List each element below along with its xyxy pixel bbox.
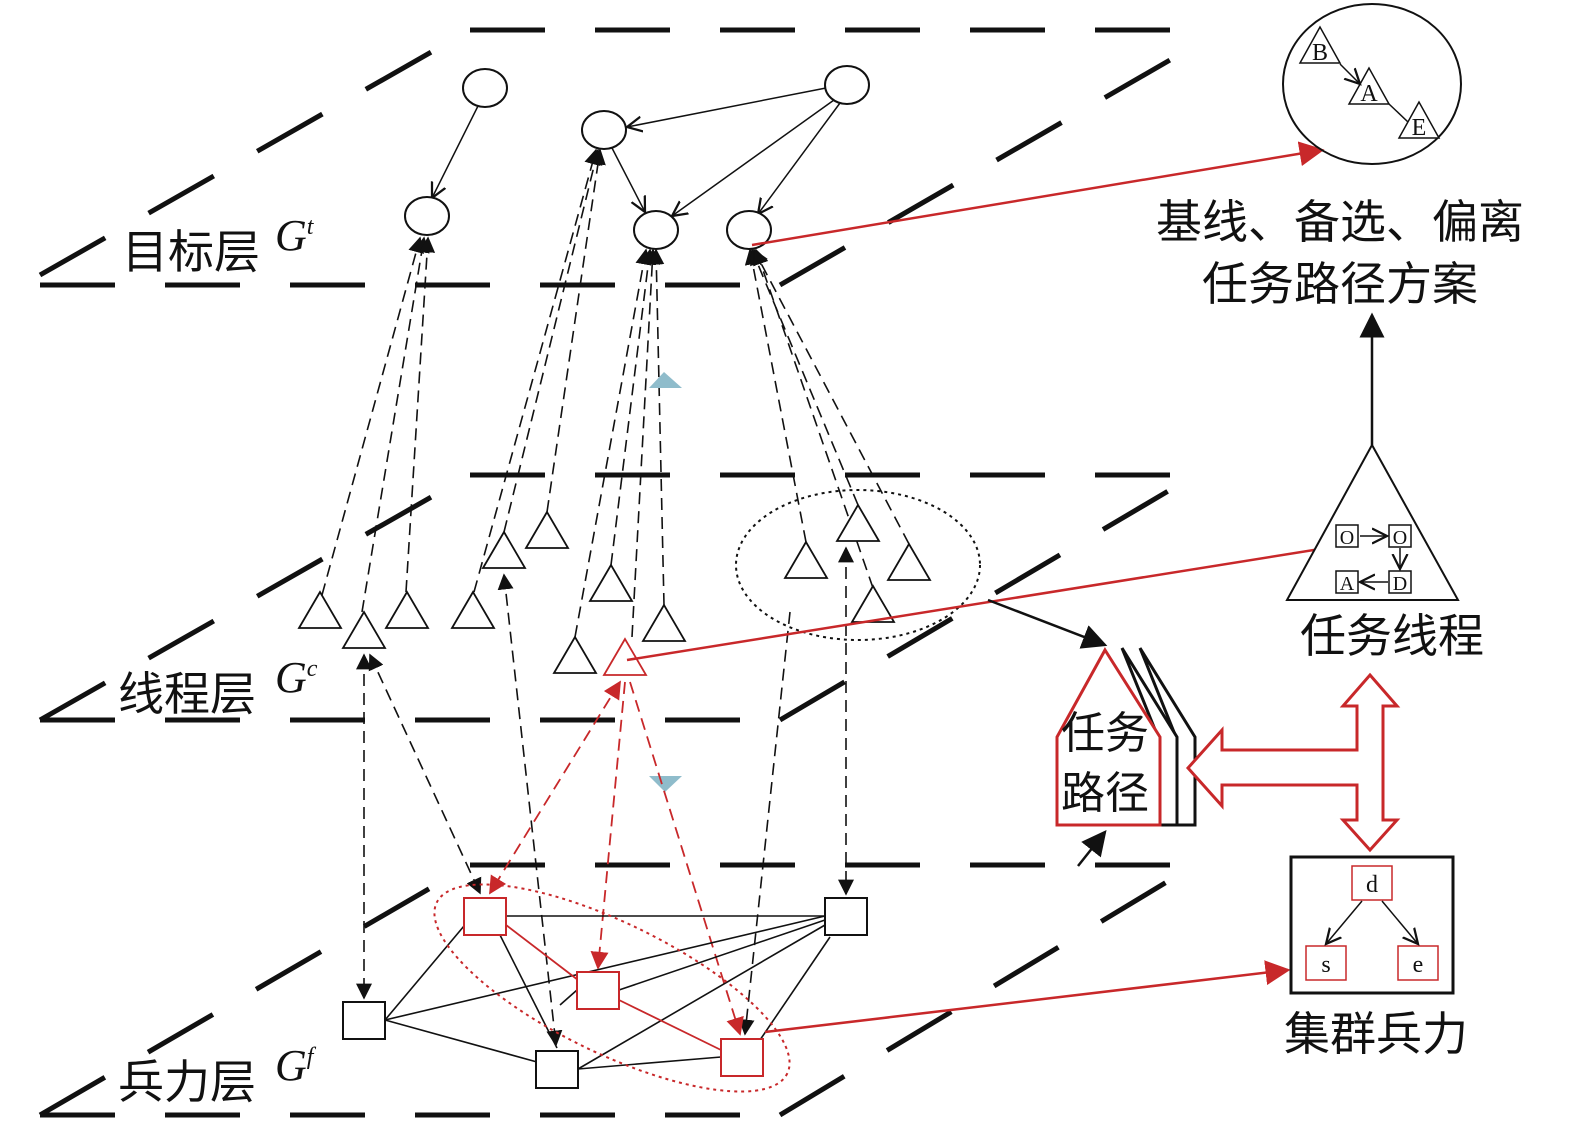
thread-group-ellipse	[735, 489, 981, 641]
cluster-node-label: d	[1366, 872, 1378, 898]
cluster-node-label: e	[1413, 952, 1424, 978]
task-path-stack	[1055, 647, 1197, 827]
task-thread-title: 任务线程	[1300, 609, 1484, 663]
thread-target-links	[321, 148, 910, 638]
thread-box-node-label: O	[1340, 527, 1354, 549]
target-node	[824, 65, 870, 105]
force-red-edges	[505, 924, 722, 1051]
connector-double-arrow	[1185, 672, 1401, 853]
force-node	[535, 1050, 579, 1089]
layer-planes	[38, 27, 1172, 1118]
force-layer-label: 兵力层	[118, 1055, 256, 1109]
thread-node	[835, 503, 881, 542]
cluster-node-label: s	[1321, 952, 1330, 978]
target-layer-label: 目标层	[122, 225, 260, 279]
force-group-ellipse	[433, 883, 791, 1093]
force-node	[720, 1038, 764, 1077]
thread-node	[886, 542, 932, 581]
cluster-box: d s e	[1289, 855, 1455, 995]
thread-node	[384, 590, 430, 629]
mapping-arrows	[626, 141, 1348, 1034]
task-path-line1: 任务	[1061, 708, 1149, 759]
selected-thread-force-links	[489, 680, 744, 1036]
force-node	[824, 897, 868, 936]
plan-circle: B A E	[1282, 3, 1462, 165]
force-node	[576, 971, 620, 1010]
thread-layer-label: 线程层	[118, 667, 256, 721]
target-layer-symbol: Gt	[275, 211, 315, 260]
target-node	[462, 68, 508, 108]
thread-node	[641, 603, 687, 642]
task-path-line2: 路径	[1061, 768, 1149, 819]
thread-layer-symbol: Gc	[275, 653, 318, 702]
thread-node	[524, 510, 570, 549]
plan-title-line1: 基线、备选、偏离	[1156, 195, 1524, 249]
thread-node	[341, 610, 387, 649]
force-node	[342, 1001, 386, 1040]
thread-box-node-label: D	[1393, 573, 1407, 595]
thread-nodes	[297, 503, 932, 676]
plan-node-label: B	[1312, 40, 1328, 66]
target-edges	[432, 87, 841, 216]
target-node	[581, 110, 627, 150]
black-arrows	[987, 312, 1385, 867]
down-marker-icon	[649, 776, 682, 792]
thread-node	[297, 590, 343, 629]
thread-box-node-label: A	[1340, 573, 1355, 595]
plan-title-line2: 任务路径方案	[1202, 257, 1478, 311]
thread-node	[588, 563, 634, 602]
thread-node	[450, 590, 496, 629]
thread-box-node-label: O	[1393, 527, 1407, 549]
thread-force-links	[356, 546, 854, 1047]
thread-node	[850, 584, 896, 623]
target-node	[633, 210, 679, 250]
plan-node-label: A	[1360, 81, 1378, 107]
force-edges	[384, 915, 831, 1070]
thread-node	[783, 540, 829, 579]
force-node	[463, 897, 507, 936]
force-nodes	[342, 897, 868, 1089]
thread-node	[481, 530, 527, 569]
selected-thread-node	[602, 637, 648, 676]
cluster-title: 集群兵力	[1284, 1007, 1468, 1061]
target-nodes	[404, 65, 870, 250]
thread-node	[552, 635, 598, 674]
task-thread-box: O O A D	[1285, 442, 1460, 601]
up-marker-icon	[649, 372, 682, 388]
target-node	[404, 196, 450, 236]
force-layer-symbol: Gf	[275, 1041, 317, 1090]
plan-node-label: E	[1412, 115, 1427, 141]
